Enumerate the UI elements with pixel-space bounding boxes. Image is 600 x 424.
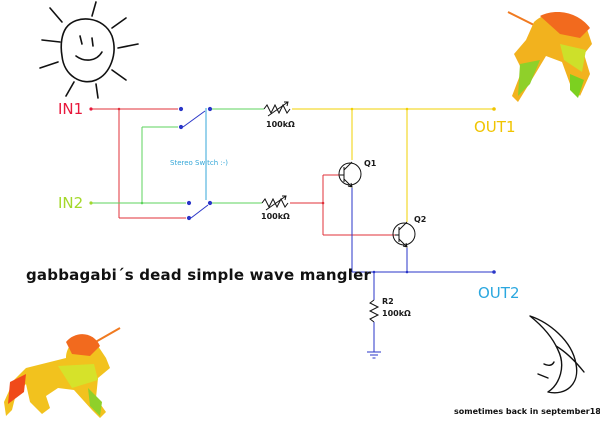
footer-note: sometimes back in september18 — [454, 407, 600, 416]
moon-icon — [529, 315, 585, 394]
label-r-in2-value: 100kΩ — [261, 212, 290, 221]
label-r2-value: 100kΩ — [382, 309, 411, 318]
port-dots — [89, 107, 496, 274]
resistor-r2 — [368, 299, 380, 323]
label-q2: Q2 — [414, 215, 426, 224]
label-out1: OUT1 — [474, 118, 516, 136]
transistor-q1 — [338, 161, 362, 188]
label-r1-value: 100kΩ — [266, 120, 295, 129]
label-out2: OUT2 — [478, 284, 520, 302]
ground-symbol — [367, 351, 381, 359]
stereo-switch[interactable] — [178, 106, 213, 221]
label-in1: IN1 — [58, 100, 83, 118]
wire-out1 — [292, 108, 494, 222]
label-q1: Q1 — [364, 159, 377, 168]
resistor-r1 — [263, 101, 291, 117]
wire-out2 — [351, 188, 494, 352]
sun-icon — [39, 1, 139, 99]
label-r2-ref: R2 — [382, 297, 394, 306]
label-switch: Stereo Switch :-) — [170, 159, 228, 167]
wire-in1 — [91, 108, 395, 236]
unicorn-icon — [4, 327, 121, 418]
unicorn-icon — [507, 11, 592, 103]
label-in2: IN2 — [58, 194, 83, 212]
page-title: gabbagabi´s dead simple wave mangler — [26, 266, 371, 284]
transistor-q2 — [392, 221, 416, 248]
resistor-in2 — [261, 195, 289, 211]
wire-in2 — [91, 108, 264, 204]
